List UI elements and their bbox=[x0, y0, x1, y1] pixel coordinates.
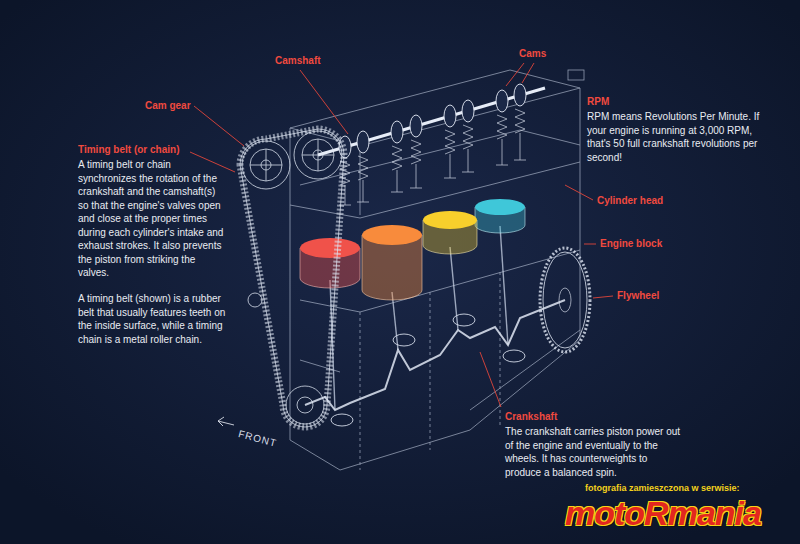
cam-cover bbox=[290, 70, 580, 146]
flywheel-figure bbox=[540, 248, 590, 352]
piston-top-red bbox=[300, 238, 360, 258]
camshaft-rod bbox=[318, 88, 545, 155]
head-gasket-line bbox=[290, 130, 580, 218]
block-edges bbox=[290, 88, 580, 440]
note-text: The crankshaft carries piston power out … bbox=[505, 425, 685, 479]
part-label: Crankshaft bbox=[505, 411, 557, 423]
timing-belt-edge bbox=[240, 129, 344, 427]
cam-gears bbox=[242, 131, 342, 424]
counterweight bbox=[331, 414, 353, 426]
piston-top-cyan bbox=[475, 199, 525, 215]
camshaft bbox=[318, 84, 545, 158]
counterweight bbox=[453, 314, 475, 326]
counterweight bbox=[503, 350, 525, 362]
note-text: A timing belt (shown) is a rubber belt t… bbox=[78, 292, 228, 346]
crank-axis bbox=[305, 300, 565, 410]
crankshaft-figure bbox=[305, 300, 565, 426]
part-label: Cams bbox=[519, 48, 546, 60]
direction-label: FRONT bbox=[237, 428, 278, 450]
note-text: A timing belt or chain synchronizes the … bbox=[78, 158, 228, 280]
leader-lines bbox=[190, 63, 613, 407]
counterweight bbox=[393, 334, 415, 346]
part-label: Flywheel bbox=[617, 290, 659, 302]
front-arrow bbox=[218, 417, 234, 426]
oil-cap bbox=[568, 70, 584, 80]
watermark: fotografia zamieszczona w serwisie: bbox=[585, 483, 740, 494]
block-lines bbox=[360, 272, 500, 470]
watermark-logo: motoRmania bbox=[565, 494, 761, 532]
part-label: RPM bbox=[587, 96, 609, 108]
timing-belt-figure bbox=[240, 129, 344, 427]
part-label: Engine block bbox=[600, 238, 662, 250]
piston-top-orange bbox=[362, 225, 422, 245]
part-label: Cam gear bbox=[145, 100, 191, 112]
note-text: RPM means Revolutions Per Minute. If you… bbox=[587, 110, 765, 164]
part-label: Camshaft bbox=[275, 55, 321, 67]
part-label: Cylinder head bbox=[597, 195, 663, 207]
valve-springs bbox=[339, 109, 526, 205]
piston-top-yellow bbox=[423, 211, 477, 229]
timing-belt bbox=[240, 129, 344, 427]
part-label: Timing belt (or chain) bbox=[78, 144, 179, 156]
